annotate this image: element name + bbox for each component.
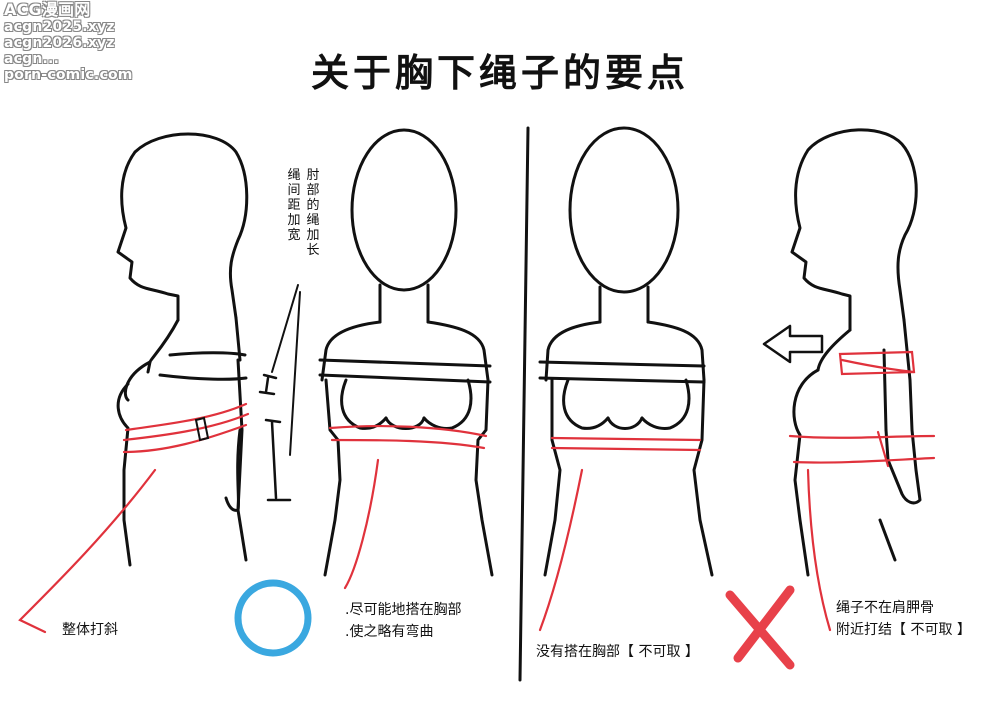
watermark-line-5: porn-comic.com	[4, 67, 133, 83]
page-title: 关于胸下绳子的要点	[310, 51, 689, 95]
note-bad-2-line1: 绳子不在肩胛骨	[836, 600, 934, 616]
note-good-1: .尽可能地搭在胸部	[345, 602, 462, 618]
figure-front-bad	[538, 126, 714, 577]
note-bad-2-line2: 附近打结【 不可取 】	[836, 622, 971, 638]
note-tilt: 整体打斜	[62, 622, 118, 638]
note-elbow-longer: 肘部的绳加长	[306, 168, 320, 258]
watermark-line-4: acgn...	[4, 51, 60, 67]
watermark-line-1: ACG漫画网	[4, 0, 91, 19]
note-good-2: .使之略有弯曲	[345, 624, 434, 640]
figure-side-bad	[790, 128, 922, 577]
watermark-line-2: acgn2025.xyz	[4, 19, 115, 35]
note-bad-1: 没有搭在胸部【 不可取 】	[536, 644, 699, 660]
center-divider	[518, 126, 530, 682]
circle-icon	[234, 579, 312, 657]
cross-icon	[725, 585, 795, 670]
figure-front-good	[318, 128, 494, 577]
figure-side-good	[116, 132, 249, 567]
watermark-line-3: acgn2026.xyz	[4, 35, 115, 51]
note-wider-spacing: 绳间距加宽	[287, 168, 301, 243]
arrow-left-icon	[762, 324, 824, 364]
